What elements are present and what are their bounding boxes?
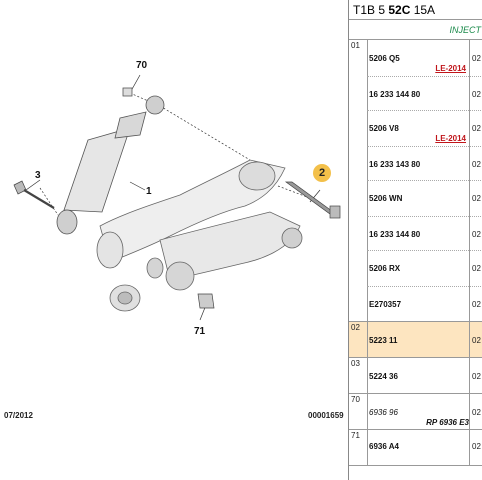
part-ref: 5224 36	[369, 372, 398, 381]
title-part-c: 15A	[410, 3, 436, 17]
part-ref: E270357	[369, 300, 402, 309]
part-qty: 02	[472, 442, 481, 451]
parts-diagram: 70 1 3 2 71 07/2012 00001659	[4, 60, 344, 420]
part-row[interactable]: 16 233 144 80	[369, 90, 468, 99]
part-row[interactable]: 6936 A4	[369, 442, 468, 451]
part-row[interactable]: 6936 96	[369, 408, 468, 417]
parts-list-panel: T1B 5 52C 15A INJECT 01 5206 Q5 LE-2014 0…	[348, 0, 482, 480]
part-ref: 6936 A4	[369, 442, 399, 451]
row-separator	[367, 110, 482, 111]
part-ref: 16 233 144 80	[369, 90, 421, 99]
diagram-date: 07/2012	[4, 411, 33, 420]
group-number: 03	[351, 359, 360, 368]
group-70: 70 6936 96 RP 6936 E3 02	[349, 394, 482, 430]
part-ref: 5206 WN	[369, 194, 403, 203]
part-note[interactable]: LE-2014	[435, 134, 466, 143]
row-separator	[367, 250, 482, 251]
divider	[469, 430, 470, 465]
row-separator	[367, 76, 482, 77]
divider	[469, 322, 470, 357]
part-row[interactable]: 5206 Q5 LE-2014	[369, 54, 468, 73]
part-qty: 02	[472, 124, 481, 133]
part-ref: 6936 96	[369, 408, 398, 417]
divider	[367, 322, 368, 357]
divider	[367, 358, 368, 393]
part-note[interactable]: LE-2014	[435, 64, 466, 73]
diagram-code: 00001659	[308, 411, 344, 420]
replacement-ref: RP 6936 E3	[426, 418, 469, 427]
divider	[469, 394, 470, 429]
group-01: 01 5206 Q5 LE-2014 02 16 233 144 80 02 52…	[349, 40, 482, 322]
part-row[interactable]: 5223 11	[369, 336, 468, 345]
part-qty: 02	[472, 336, 481, 345]
group-number: 70	[351, 395, 360, 404]
panel-title: T1B 5 52C 15A	[349, 0, 482, 20]
part-row[interactable]: 5206 RX	[369, 264, 468, 273]
divider	[367, 430, 368, 465]
part-ref: 5206 V8	[369, 124, 399, 133]
part-qty: 02	[472, 90, 481, 99]
divider	[367, 394, 368, 429]
panel-subtitle: INJECT	[349, 20, 482, 40]
callout-70: 70	[136, 60, 148, 71]
part-qty: 02	[472, 408, 481, 417]
callout-71: 71	[194, 326, 206, 337]
part-row[interactable]: 16 233 143 80	[369, 160, 468, 169]
part-ref: 5206 RX	[369, 264, 401, 273]
row-separator	[367, 216, 482, 217]
row-separator	[367, 180, 482, 181]
callout-3: 3	[35, 170, 41, 181]
part-qty: 02	[472, 372, 481, 381]
group-number: 01	[351, 41, 360, 50]
part-qty: 02	[472, 300, 481, 309]
group-02[interactable]: 02 5223 11 02	[349, 322, 482, 358]
row-separator	[367, 286, 482, 287]
title-part-b: 52C	[388, 3, 411, 17]
part-ref: 5206 Q5	[369, 54, 400, 63]
part-row[interactable]: 5206 WN	[369, 194, 468, 203]
callout-1: 1	[146, 186, 152, 197]
title-part-a: T1B 5	[353, 3, 389, 17]
part-row[interactable]: E270357	[369, 300, 468, 309]
part-qty: 02	[472, 160, 481, 169]
rear-suspension-drawing	[13, 74, 341, 321]
part-ref: 16 233 143 80	[369, 160, 421, 169]
part-ref: 5223 11	[369, 336, 398, 345]
part-qty: 02	[472, 264, 481, 273]
divider	[469, 358, 470, 393]
part-ref: 16 233 144 80	[369, 230, 421, 239]
group-03: 03 5224 36 02	[349, 358, 482, 394]
part-row[interactable]: 16 233 144 80	[369, 230, 468, 239]
part-qty: 02	[472, 194, 481, 203]
row-separator	[367, 146, 482, 147]
part-qty: 02	[472, 230, 481, 239]
part-row[interactable]: 5224 36	[369, 372, 468, 381]
group-71: 71 6936 A4 02	[349, 430, 482, 466]
callout-2-highlight[interactable]: 2	[313, 164, 331, 182]
group-number: 71	[351, 431, 360, 440]
group-number: 02	[351, 323, 360, 332]
part-qty: 02	[472, 54, 481, 63]
part-row[interactable]: 5206 V8 LE-2014	[369, 124, 468, 143]
